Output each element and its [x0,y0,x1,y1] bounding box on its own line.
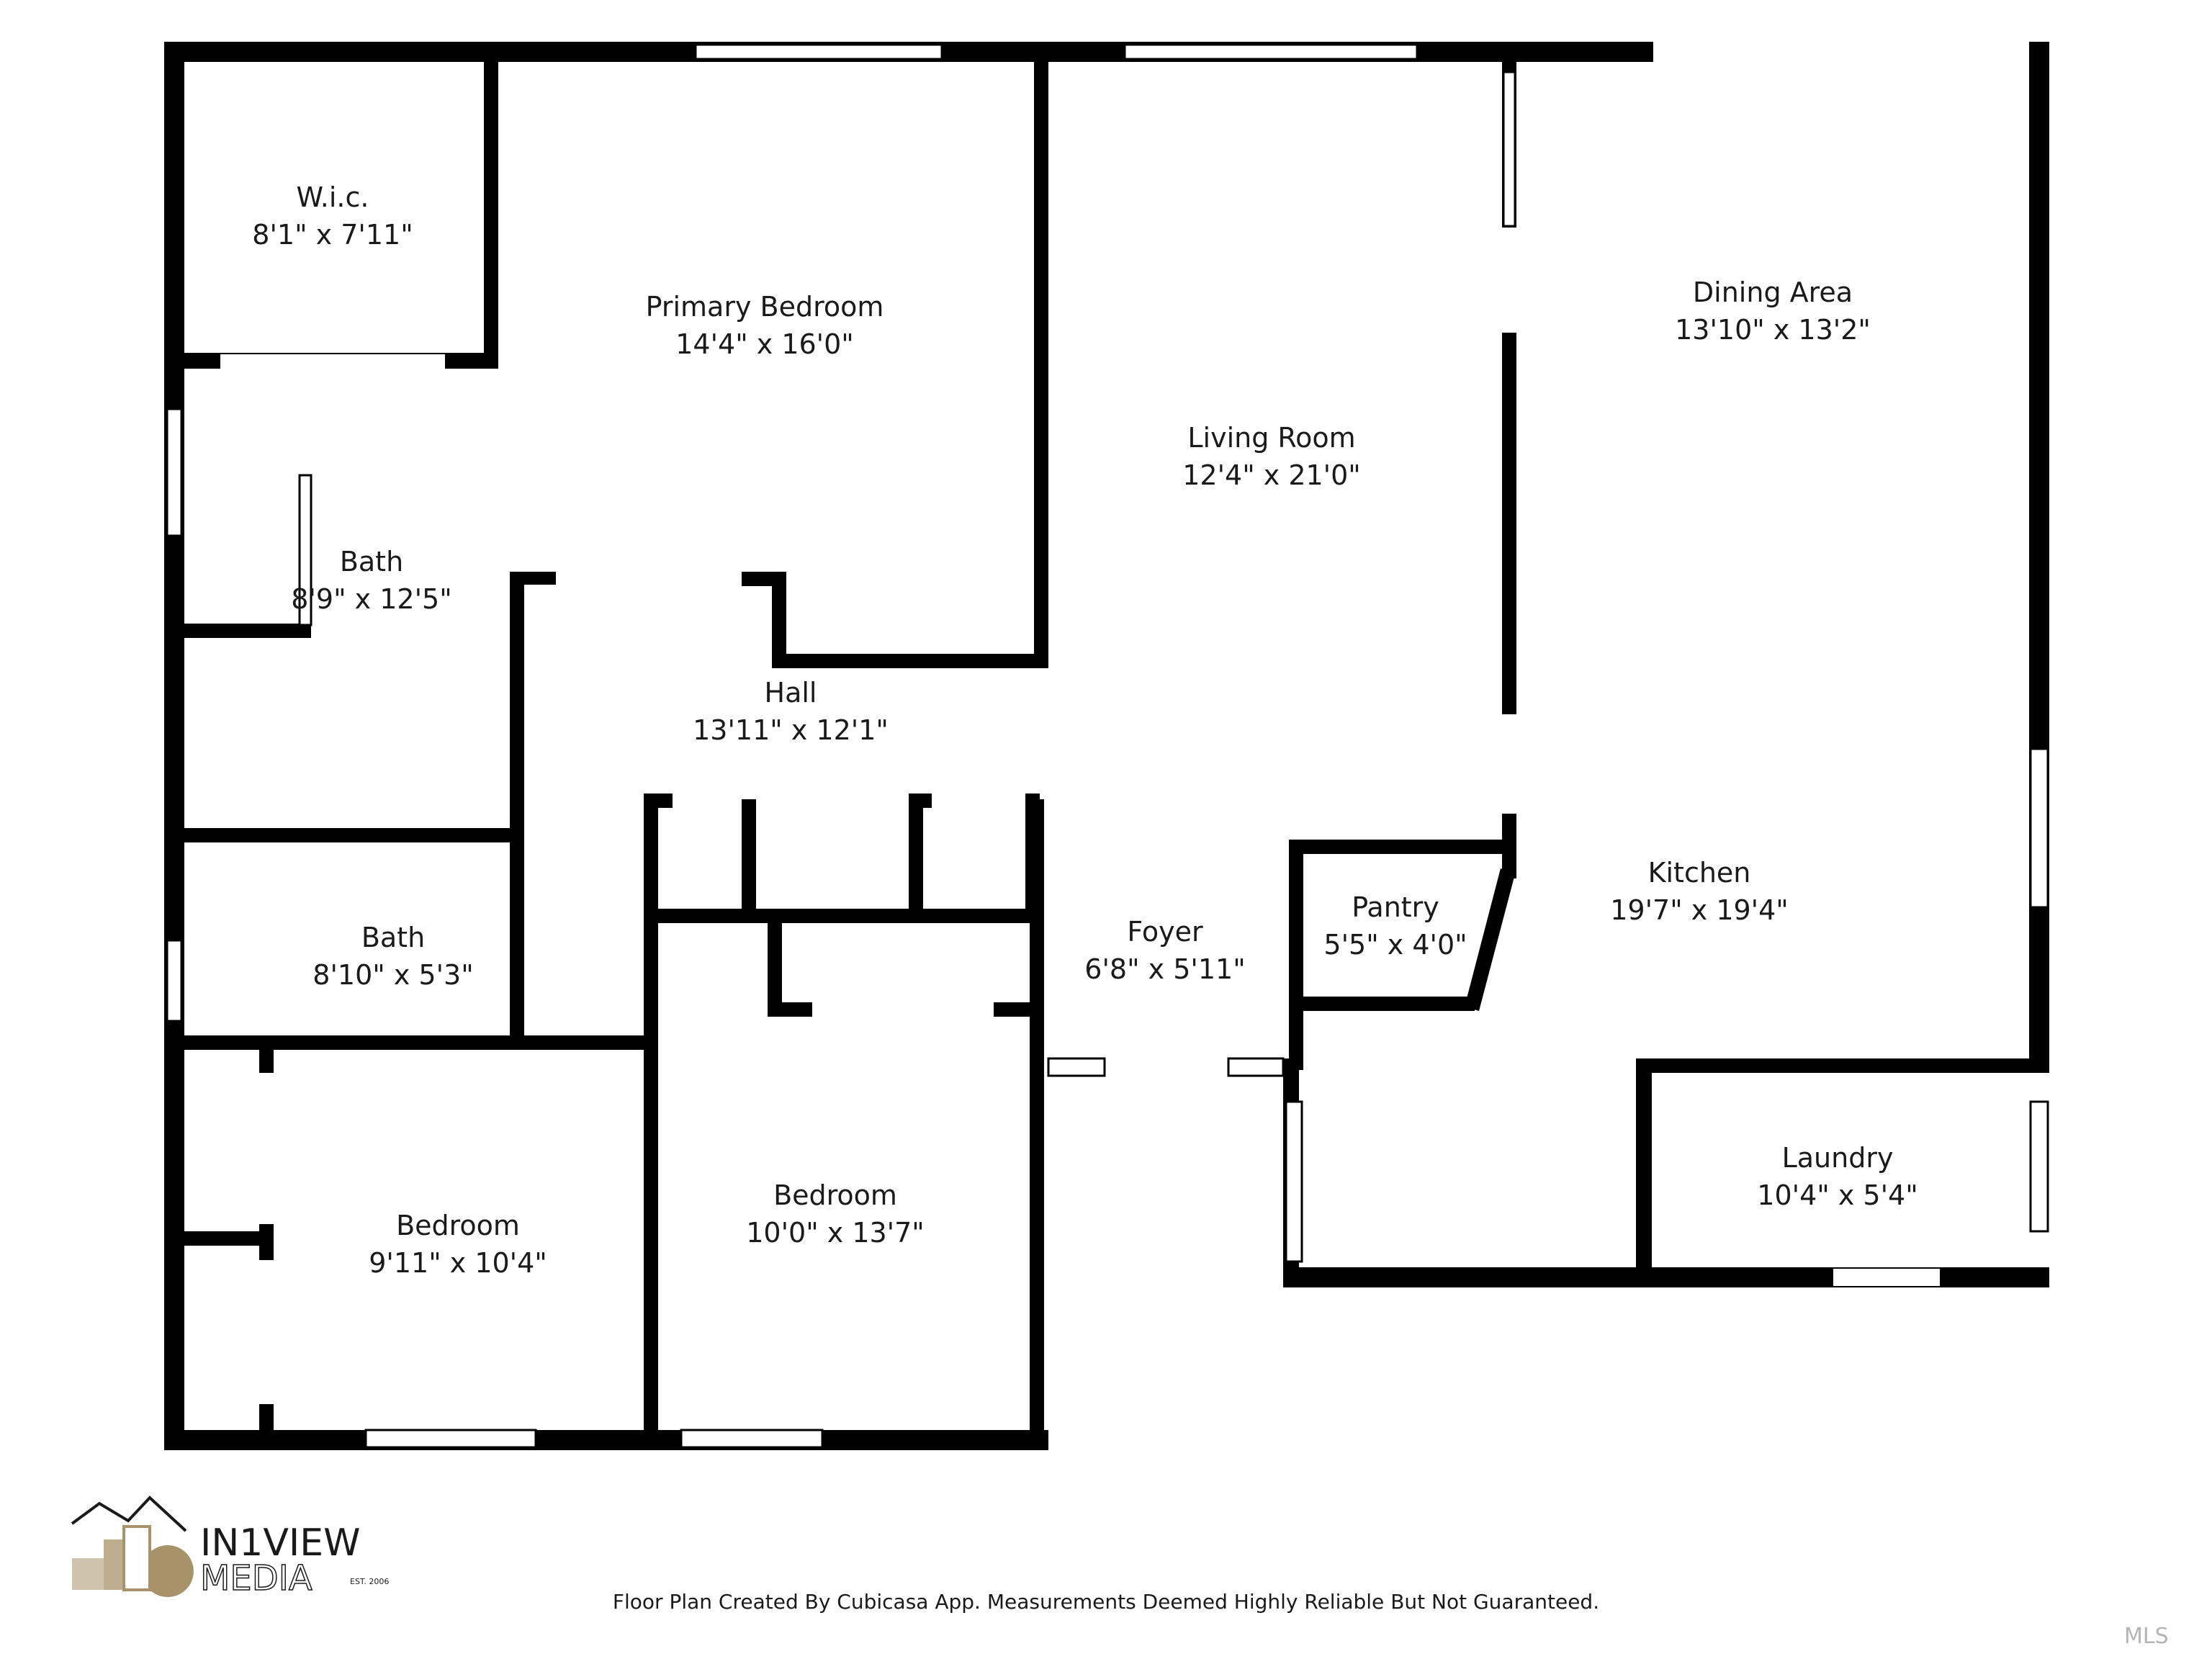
room-name: Bedroom [396,1210,520,1241]
room-dims: 10'4" x 5'4" [1757,1179,1918,1211]
room-name: Hall [764,677,817,709]
room-name: Dining Area [1692,276,1853,308]
room-label-wic: W.i.c. 8'1" x 7'11" [252,179,413,253]
room-dims: 5'5" x 4'0" [1323,929,1467,961]
room-name: Living Room [1187,422,1356,454]
walls [164,42,2049,1450]
logo-brand-bottom: MEDIA [200,1558,313,1597]
room-name: W.i.c. [296,181,369,213]
room-name: Bath [339,546,404,577]
disclaimer: Floor Plan Created By Cubicasa App. Meas… [612,1590,1600,1614]
room-label-dining-area: Dining Area 13'10" x 13'2" [1675,274,1871,349]
mls-watermark: MLS [2124,1624,2169,1649]
room-dims: 13'11" x 12'1" [693,714,889,746]
room-name: Pantry [1352,891,1439,923]
room-label-kitchen: Kitchen 19'7" x 19'4" [1610,854,1789,929]
room-dims: 14'4" x 16'0" [675,328,854,360]
room-dims: 9'11" x 10'4" [369,1247,547,1279]
logo-est: EST. 2006 [350,1577,389,1586]
room-dims: 12'4" x 21'0" [1182,459,1361,491]
room-label-bath-hall: Bath 8'10" x 5'3" [313,919,473,994]
room-label-foyer: Foyer 6'8" x 5'11" [1084,913,1245,988]
room-dims: 6'8" x 5'11" [1084,953,1246,985]
room-label-bath-primary: Bath 8'9" x 12'5" [291,543,451,618]
room-name: Kitchen [1647,857,1751,889]
room-dims: 13'10" x 13'2" [1675,314,1871,346]
room-label-pantry: Pantry 5'5" x 4'0" [1323,889,1467,963]
room-label-primary-bedroom: Primary Bedroom 14'4" x 16'0" [646,288,884,363]
room-name: Laundry [1781,1142,1894,1174]
room-label-bedroom-middle: Bedroom 10'0" x 13'7" [746,1177,925,1251]
room-label-bedroom-left: Bedroom 9'11" x 10'4" [369,1207,547,1282]
room-label-laundry: Laundry 10'4" x 5'4" [1757,1139,1917,1214]
room-name: Primary Bedroom [645,291,884,323]
room-dims: 10'0" x 13'7" [746,1217,925,1249]
logo-brand-top: IN1VIEW [200,1521,361,1565]
room-dims: 8'10" x 5'3" [313,959,474,991]
room-label-hall: Hall 13'11" x 12'1" [693,674,889,749]
in1view-media-logo: IN1VIEW MEDIA EST. 2006 [71,1496,389,1597]
room-dims: 8'9" x 12'5" [291,583,452,615]
room-name: Bath [361,922,426,953]
room-dims: 8'1" x 7'11" [252,219,413,251]
windows [166,42,2049,1449]
room-name: Bedroom [773,1179,897,1211]
room-label-living-room: Living Room 12'4" x 21'0" [1182,419,1361,494]
room-dims: 19'7" x 19'4" [1610,894,1789,926]
room-name: Foyer [1127,916,1203,948]
